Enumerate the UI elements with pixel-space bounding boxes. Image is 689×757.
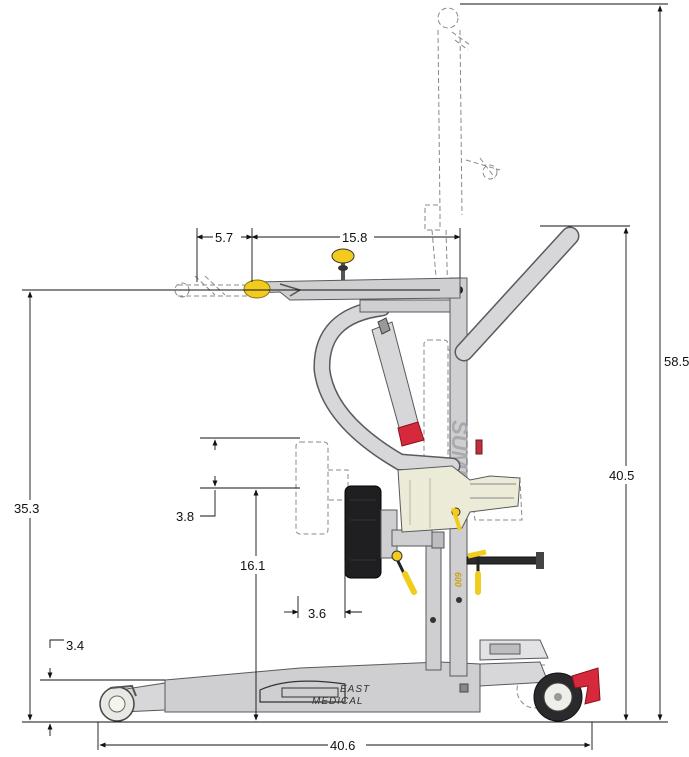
dim-arm-extension: 5.7 [215, 230, 233, 245]
push-handle [454, 226, 580, 362]
lift-arm [243, 248, 461, 301]
ghost-raised-position [174, 7, 554, 709]
knee-pad [344, 485, 433, 579]
dimension-lines [22, 3, 668, 750]
lift-machine: EAST MEDICAL SUMMIT 600 [99, 226, 601, 722]
dim-max-height: 58.5 [664, 354, 689, 369]
front-caster-wheel [99, 684, 137, 722]
rear-wheel [533, 667, 601, 722]
seat [397, 465, 521, 533]
foot-plate [466, 552, 544, 569]
center-column [425, 531, 445, 671]
dim-handle-height: 40.5 [609, 468, 634, 483]
dim-arm-height: 35.3 [14, 501, 39, 516]
base-frame: EAST MEDICAL [119, 639, 549, 713]
dim-overall-length: 40.6 [330, 738, 355, 753]
dim-pad-depth: 3.6 [308, 606, 326, 621]
curved-support-bar [313, 299, 461, 475]
yellow-levers [391, 439, 487, 595]
lift-actuator [371, 317, 425, 447]
brand-logo-line1: EAST [340, 684, 370, 695]
dim-pad-height: 16.1 [240, 558, 265, 573]
dim-arm-length: 15.8 [342, 230, 367, 245]
adjust-knob [331, 248, 355, 264]
brand-logo-line2: MEDICAL [312, 696, 363, 707]
dim-ground-clearance: 3.4 [66, 638, 84, 653]
dimension-labels: 5.7 15.8 58.5 40.5 35.3 3.8 16.1 3.6 3.4… [12, 229, 689, 754]
brake-pedal [571, 667, 601, 705]
arm-hook-yellow [243, 279, 271, 299]
model-badge: 600 [453, 572, 463, 587]
dim-pad-offset: 3.8 [176, 509, 194, 524]
